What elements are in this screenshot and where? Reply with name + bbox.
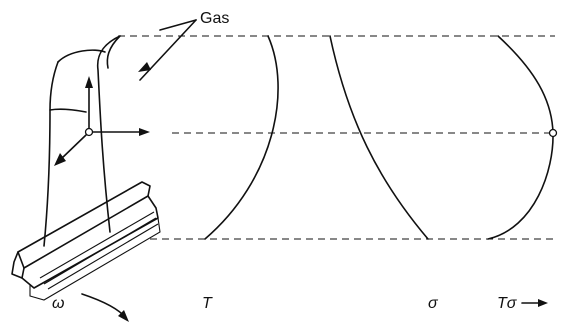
product-label: Tσ [497, 295, 518, 312]
omega-label: ω [52, 295, 64, 312]
rotation-arrow [81, 293, 127, 319]
blade-root [11, 181, 161, 301]
axis-tangential-arrowhead [54, 153, 66, 166]
product-curve-marker [548, 128, 558, 138]
blade-tip-curl [106, 35, 121, 69]
product-axis-arrowhead [538, 299, 548, 307]
turbine-blade [43, 35, 121, 247]
root-groove-3 [47, 223, 159, 290]
temperature-label: T [202, 295, 213, 312]
gas-label: Gas [200, 10, 229, 27]
gas-flow-arrows [138, 19, 197, 81]
axis-tangential [59, 134, 87, 161]
gas-arrow-long [139, 19, 197, 81]
root-end-face [11, 251, 23, 279]
axis-axial-arrowhead [139, 128, 150, 136]
gas-arrow-head [138, 62, 151, 72]
blade-leading-edge [96, 35, 121, 233]
blade-axes [54, 76, 150, 166]
root-groove-1 [39, 211, 155, 279]
axis-radial-arrowhead [85, 76, 93, 88]
blade-trailing-edge [43, 61, 59, 247]
blade-contour [49, 108, 87, 113]
root-block [21, 195, 159, 289]
root-lower-edge [29, 217, 161, 301]
gas-arrow-short [159, 19, 197, 31]
blade-tip-edge [57, 49, 106, 63]
root-groove-2 [43, 217, 157, 285]
temperature-curve [204, 35, 279, 240]
root-platform [17, 181, 151, 269]
product-curve [487, 35, 554, 240]
stress-label: σ [428, 295, 439, 312]
rotation-arrow-head [118, 310, 129, 322]
stress-curve [329, 35, 429, 240]
